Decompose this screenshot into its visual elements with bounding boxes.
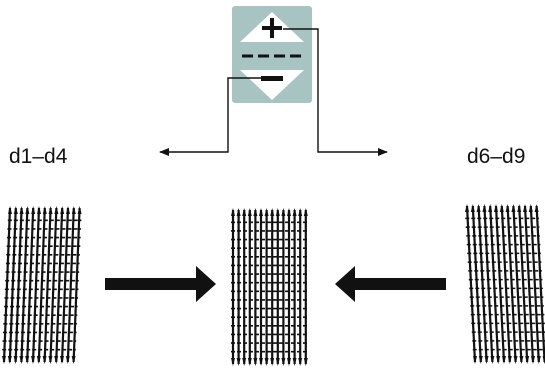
wire-connections — [159, 28, 388, 156]
plus-wire — [283, 28, 388, 156]
minus-wire — [159, 77, 262, 156]
grating-upright-icon — [231, 208, 308, 366]
right-range-label: d6–d9 — [467, 145, 526, 168]
arrow-right-icon — [105, 266, 216, 302]
left-range-label: d1–d4 — [9, 145, 68, 168]
plus-minus-voltage-box-icon — [232, 6, 312, 103]
arrow-left-icon — [335, 266, 446, 302]
grating-tilted-right-icon — [465, 204, 545, 364]
grating-tilted-left-icon — [2, 206, 82, 364]
